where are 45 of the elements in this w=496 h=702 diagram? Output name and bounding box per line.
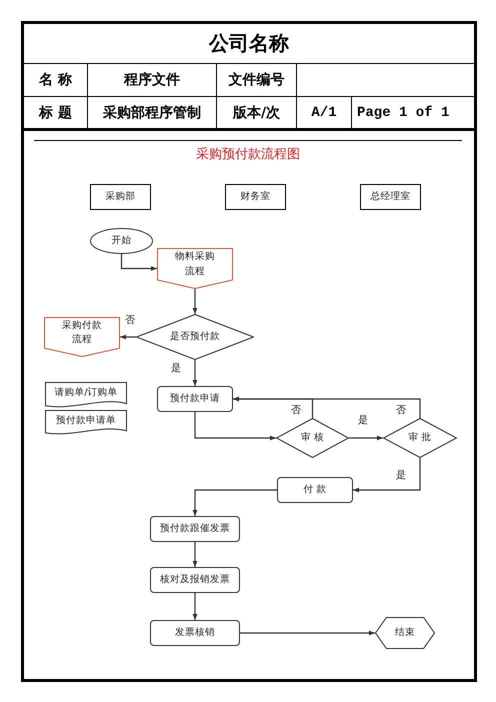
arrow bbox=[192, 289, 198, 314]
header-cell: 公司名称 bbox=[24, 24, 474, 64]
department-box: 总经理室 bbox=[360, 184, 421, 210]
arrow bbox=[192, 542, 198, 567]
process-box: 发票核销 bbox=[150, 620, 240, 646]
edge-label: 否 bbox=[395, 405, 407, 417]
edge-label: 否 bbox=[124, 315, 136, 327]
table-cell: 名 称 bbox=[24, 64, 88, 96]
pentagon-box: 采购付款流程 bbox=[44, 317, 120, 357]
edge-label: 否 bbox=[290, 405, 302, 417]
process-box: 核对及报销发票 bbox=[150, 567, 240, 593]
edge-label: 是 bbox=[170, 363, 182, 375]
decision-diamond: 审 批 bbox=[383, 418, 457, 458]
arrow bbox=[192, 593, 198, 620]
table-cell: A/1 bbox=[297, 96, 352, 131]
table-cell: 标 题 bbox=[24, 96, 88, 131]
hexagon-terminal: 结束 bbox=[375, 617, 435, 649]
arrow bbox=[120, 254, 157, 271]
table-cell: Page 1 of 1 bbox=[352, 96, 474, 131]
arrow bbox=[233, 396, 421, 418]
decision-diamond: 是否预付款 bbox=[136, 314, 254, 360]
department-box: 财务室 bbox=[225, 184, 286, 210]
table-cell: 版本/次 bbox=[217, 96, 297, 131]
process-box: 预付款跟催发票 bbox=[150, 516, 240, 542]
terminal-oval: 开始 bbox=[90, 228, 153, 254]
process-box: 付 款 bbox=[277, 477, 353, 503]
table-cell: 程序文件 bbox=[88, 64, 217, 96]
diagram-title: 采购预付款流程图 bbox=[195, 146, 301, 164]
arrow bbox=[120, 334, 136, 340]
process-box: 预付款申请 bbox=[157, 386, 233, 412]
arrow bbox=[194, 412, 276, 440]
table-cell: 文件编号 bbox=[217, 64, 297, 96]
arrow bbox=[192, 360, 198, 386]
edge-label: 是 bbox=[395, 470, 407, 482]
department-box: 采购部 bbox=[90, 184, 151, 210]
decision-diamond: 审 核 bbox=[276, 418, 349, 458]
pentagon-box: 物料采购流程 bbox=[157, 248, 233, 289]
table-cell: 采购部程序管制 bbox=[88, 96, 217, 131]
document-shape: 预付款申请单 bbox=[45, 410, 127, 436]
arrow bbox=[353, 458, 421, 492]
edge-label: 是 bbox=[357, 415, 369, 427]
arrow bbox=[349, 436, 383, 440]
arrow bbox=[192, 489, 277, 516]
document-shape: 请购单/订购单 bbox=[45, 382, 127, 409]
arrow bbox=[240, 630, 375, 636]
